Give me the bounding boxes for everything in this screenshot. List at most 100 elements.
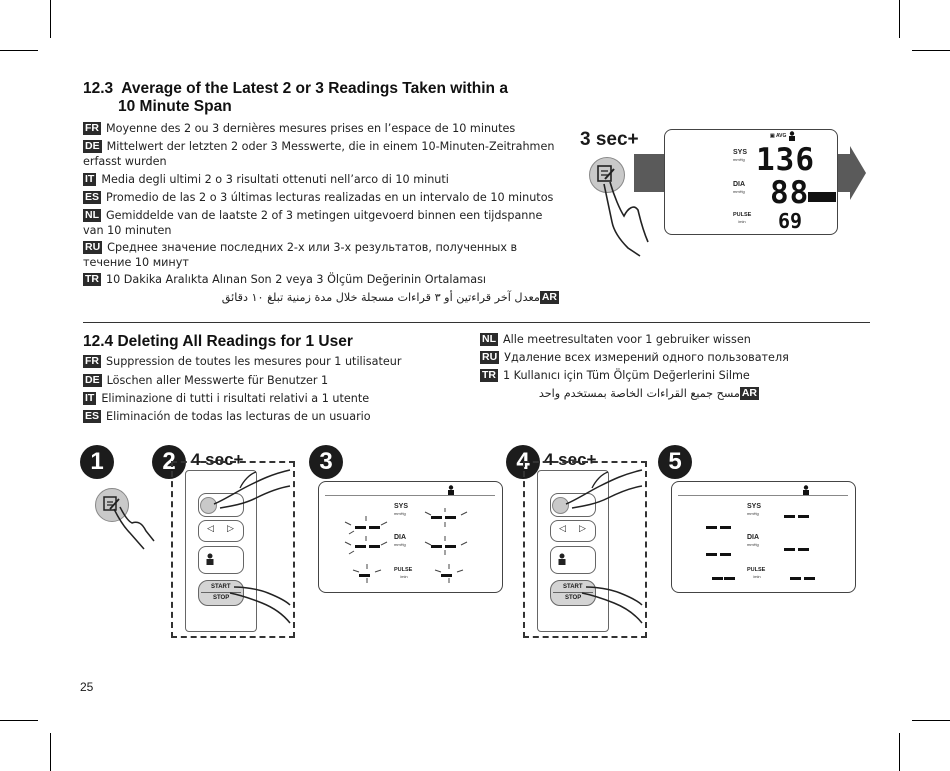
arrow-buttons[interactable]: ◁ ▷ <box>198 520 244 542</box>
memory-button[interactable] <box>589 157 625 193</box>
bp-level-bar <box>808 192 836 202</box>
lcd-header-line <box>325 495 495 496</box>
blink-dash <box>355 545 366 548</box>
blink-dash <box>445 516 456 519</box>
hand-upper-icon <box>565 469 643 509</box>
crop-mark <box>0 50 38 51</box>
avg-indicator: ▣ AVG <box>770 133 787 139</box>
sys-unit: mmHg <box>747 511 759 516</box>
pulse-unit: /min <box>738 219 746 224</box>
memory-button[interactable] <box>552 497 569 514</box>
hold-4sec-label: 4 sec+ <box>191 450 244 469</box>
crop-mark <box>50 733 51 771</box>
hand-lower-icon <box>229 586 291 624</box>
blank-dash <box>798 515 809 518</box>
crop-mark <box>899 733 900 771</box>
sys-label: SYS <box>394 503 409 510</box>
user-icon <box>206 553 214 565</box>
blink-dash <box>359 574 370 577</box>
crop-mark <box>0 720 38 721</box>
pulse-unit: /min <box>400 574 408 579</box>
crop-mark <box>899 0 900 38</box>
step-1-number: 1 <box>80 445 114 479</box>
arrow-right-icon <box>850 146 866 200</box>
hold-4sec-label: 4 sec+ <box>544 450 597 469</box>
memory-icon <box>597 165 615 182</box>
start-label: START <box>563 584 583 590</box>
user-button[interactable] <box>550 546 596 574</box>
blink-dash <box>355 526 366 529</box>
dia-unit: mmHg <box>733 189 745 194</box>
sys-value: 136 <box>756 142 815 178</box>
stop-label: STOP <box>213 595 230 601</box>
sys-label: SYS <box>747 503 762 510</box>
section-divider <box>83 322 870 323</box>
dia-label: DIA <box>394 534 407 541</box>
user-icon <box>803 485 809 495</box>
finger-press-icon <box>113 506 155 550</box>
lcd-header-line <box>678 495 848 496</box>
pulse-value: 69 <box>778 209 803 233</box>
step-4-frame <box>523 461 647 638</box>
blink-dash <box>369 526 380 529</box>
arrow-buttons[interactable]: ◁ ▷ <box>550 520 596 542</box>
lcd-display-step3: SYS mmHg DIA mmHg PULSE /min <box>318 481 503 593</box>
sys-unit: mmHg <box>733 157 745 162</box>
blank-dash <box>804 577 815 580</box>
right-arrow-icon: ▷ <box>227 524 234 534</box>
dia-label: DIA <box>747 534 760 541</box>
start-label: START <box>211 584 231 590</box>
user-icon <box>558 553 566 565</box>
hand-lower-icon <box>581 586 643 624</box>
blank-dash <box>724 577 735 580</box>
memory-button[interactable] <box>200 497 217 514</box>
left-arrow-icon: ◁ <box>207 524 214 534</box>
blink-dash <box>445 545 456 548</box>
device-panel <box>537 470 609 632</box>
arrow-band-left <box>634 154 664 192</box>
blank-dash <box>798 548 809 551</box>
blank-dash <box>706 526 717 529</box>
pulse-unit: /min <box>753 574 761 579</box>
blank-dash <box>784 515 795 518</box>
pulse-label: PULSE <box>733 212 752 218</box>
arrow-band-right <box>836 154 852 192</box>
sys-label: SYS <box>733 149 748 156</box>
blink-dash <box>369 545 380 548</box>
pulse-label: PULSE <box>747 567 766 573</box>
user-button[interactable] <box>198 546 244 574</box>
lang-row-ar: ARمعدل آخر قراءتين أو ٣ قراءات مسجلة خلا… <box>221 291 559 304</box>
start-stop-button[interactable]: START STOP <box>550 580 596 606</box>
blank-dash <box>790 577 801 580</box>
dia-unit: mmHg <box>394 542 406 547</box>
user-icon <box>789 131 795 141</box>
section-12-3-title-line2: 10 Minute Span <box>118 98 232 115</box>
dia-value: 88 <box>770 175 810 211</box>
start-stop-button[interactable]: START STOP <box>198 580 244 606</box>
stop-label: STOP <box>565 595 582 601</box>
crop-mark <box>912 50 950 51</box>
section-12-3-title: 12.3 Average of the Latest 2 or 3 Readin… <box>83 80 508 97</box>
finger-press-icon <box>603 181 649 257</box>
blank-dash <box>706 553 717 556</box>
hold-3sec-label: 3 sec+ <box>580 129 639 150</box>
blank-dash <box>720 553 731 556</box>
step-2-frame <box>171 461 295 638</box>
lcd-display-step5: SYS mmHg DIA mmHg PULSE /min <box>671 481 856 593</box>
page-number: 25 <box>80 680 94 694</box>
hand-upper-icon <box>213 469 291 509</box>
lcd-display-average <box>664 129 838 235</box>
blink-dash <box>441 574 452 577</box>
blink-rays <box>344 508 468 583</box>
